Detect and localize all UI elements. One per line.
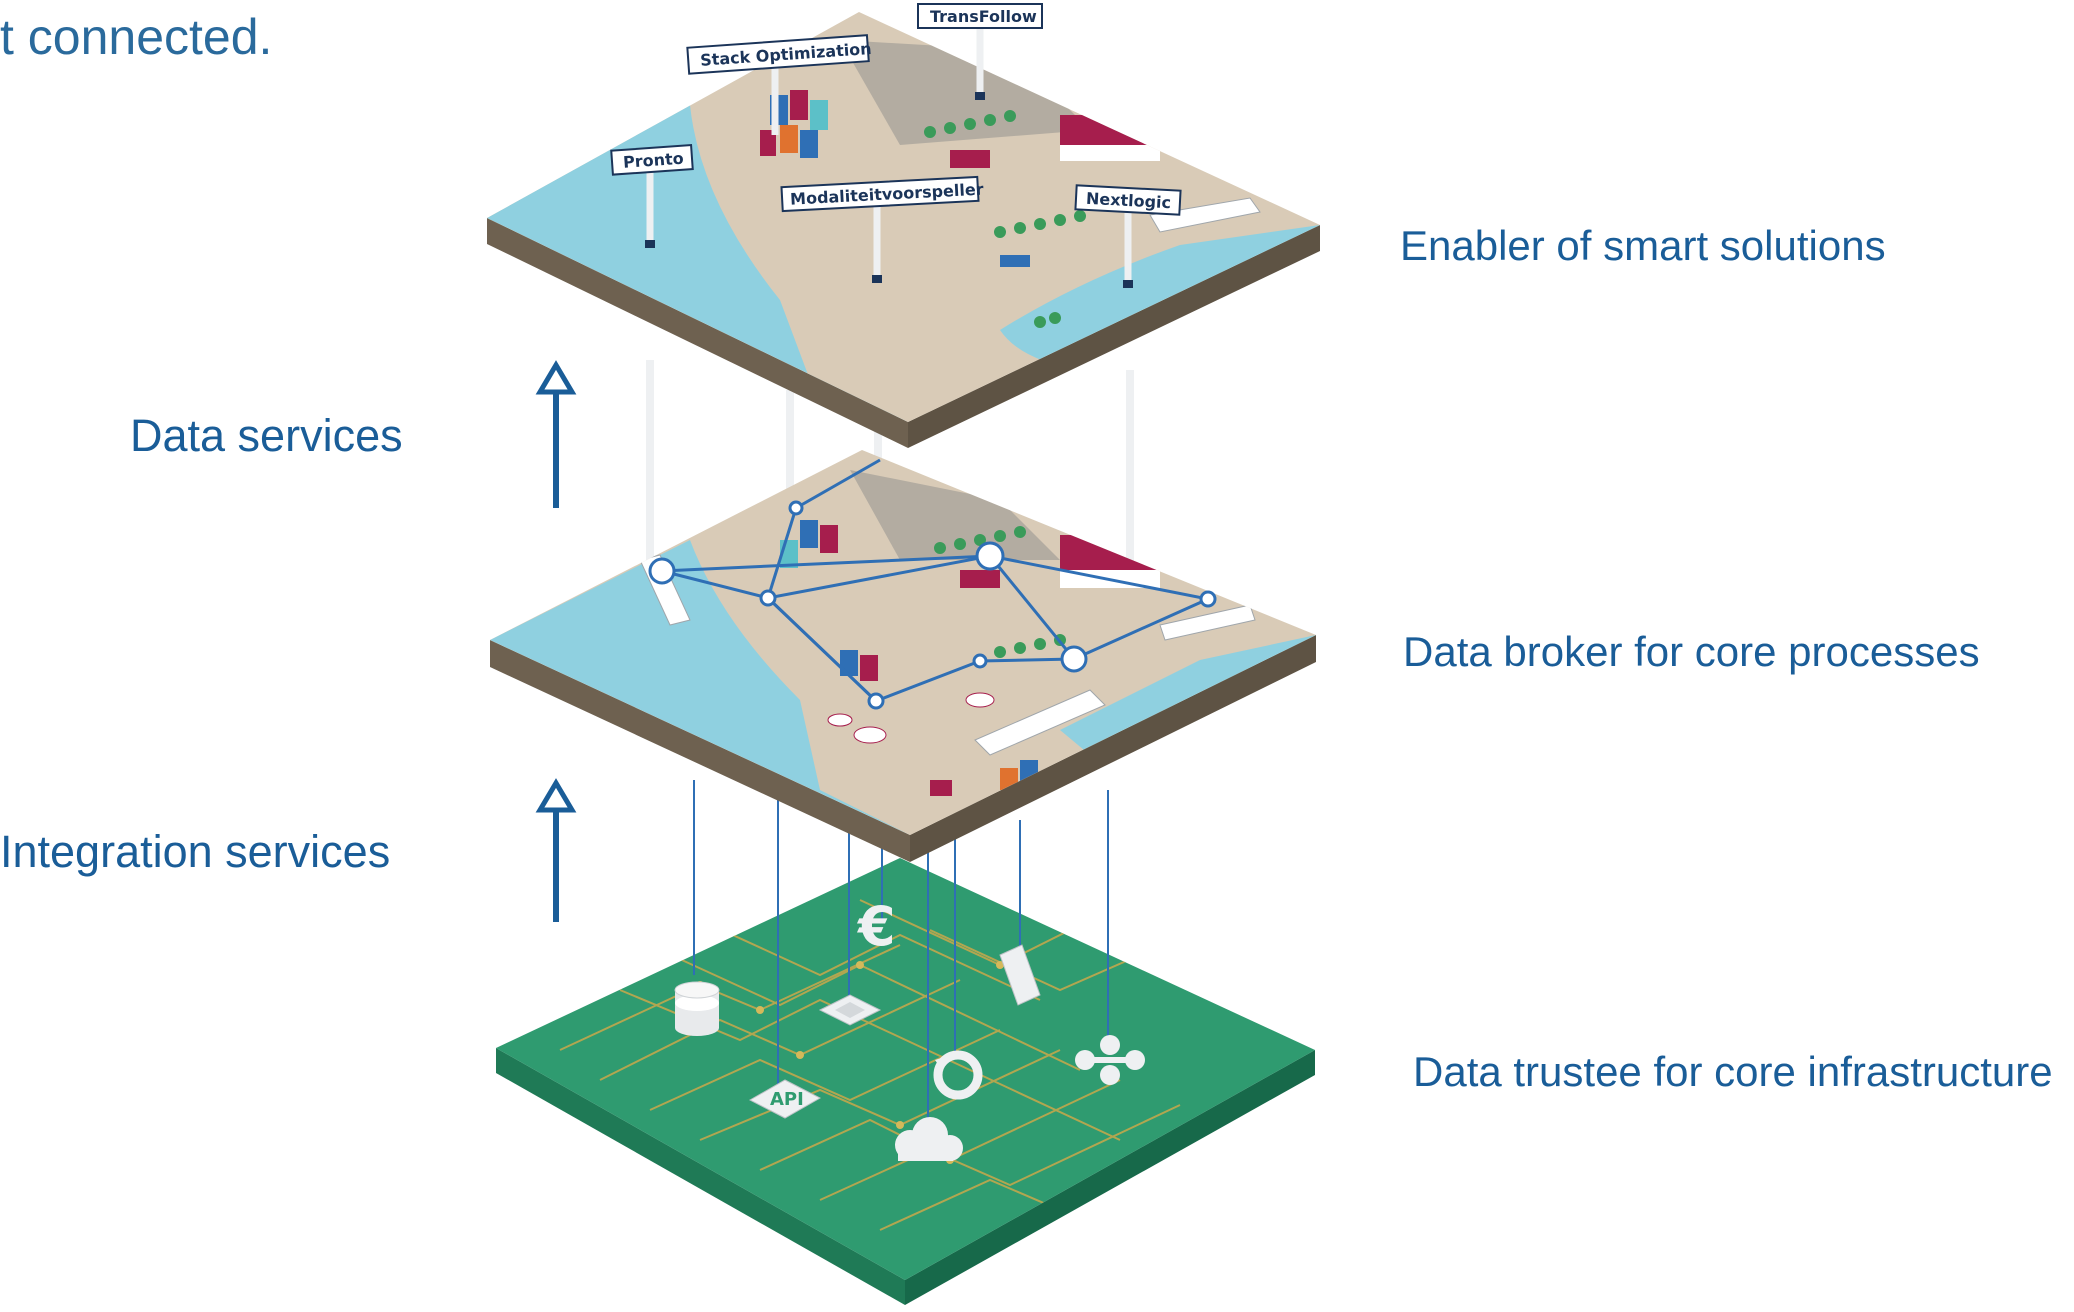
sign-pronto-label: Pronto — [622, 149, 684, 172]
api-icon: API — [748, 1079, 822, 1119]
arrow-up-data-services — [535, 360, 577, 508]
smart-solutions-layer — [487, 12, 1320, 448]
sign-nextlogic: Nextlogic — [1074, 184, 1182, 216]
data-link-lines — [693, 780, 1109, 1150]
data-broker-layer — [490, 450, 1316, 862]
sign-nextlogic-label: Nextlogic — [1086, 189, 1172, 212]
database-icon — [674, 981, 720, 1036]
integration-services-label: Integration services — [0, 826, 391, 877]
chip-icon — [818, 994, 882, 1026]
svg-text:€: € — [856, 895, 896, 958]
sign-transfollow: TransFollow — [917, 3, 1043, 29]
sign-pronto: Pronto — [610, 144, 694, 176]
cloud-icon — [895, 1117, 963, 1161]
data-services-label: Data services — [130, 410, 403, 461]
sign-stack-optimization: Stack Optimization — [686, 34, 872, 75]
layer-label-data-trustee: Data trustee for core infrastructure — [1413, 1048, 2053, 1095]
api-label: API — [770, 1089, 804, 1110]
heading-fragment: t connected. — [0, 9, 273, 65]
sign-transfollow-label: TransFollow — [930, 7, 1037, 26]
layer-label-data-broker: Data broker for core processes — [1403, 628, 1980, 675]
layer-label-smart-solutions: Enabler of smart solutions — [1400, 222, 1886, 269]
document-icon — [999, 944, 1041, 1006]
sign-modaliteitvoorspeller: Modaliteitvoorspeller — [780, 175, 984, 213]
euro-icon: € — [856, 895, 896, 958]
arrow-up-integration-services — [535, 778, 577, 922]
sync-icon — [933, 1050, 983, 1100]
infrastructure-layer — [496, 858, 1315, 1305]
network-icon — [1075, 1035, 1145, 1085]
